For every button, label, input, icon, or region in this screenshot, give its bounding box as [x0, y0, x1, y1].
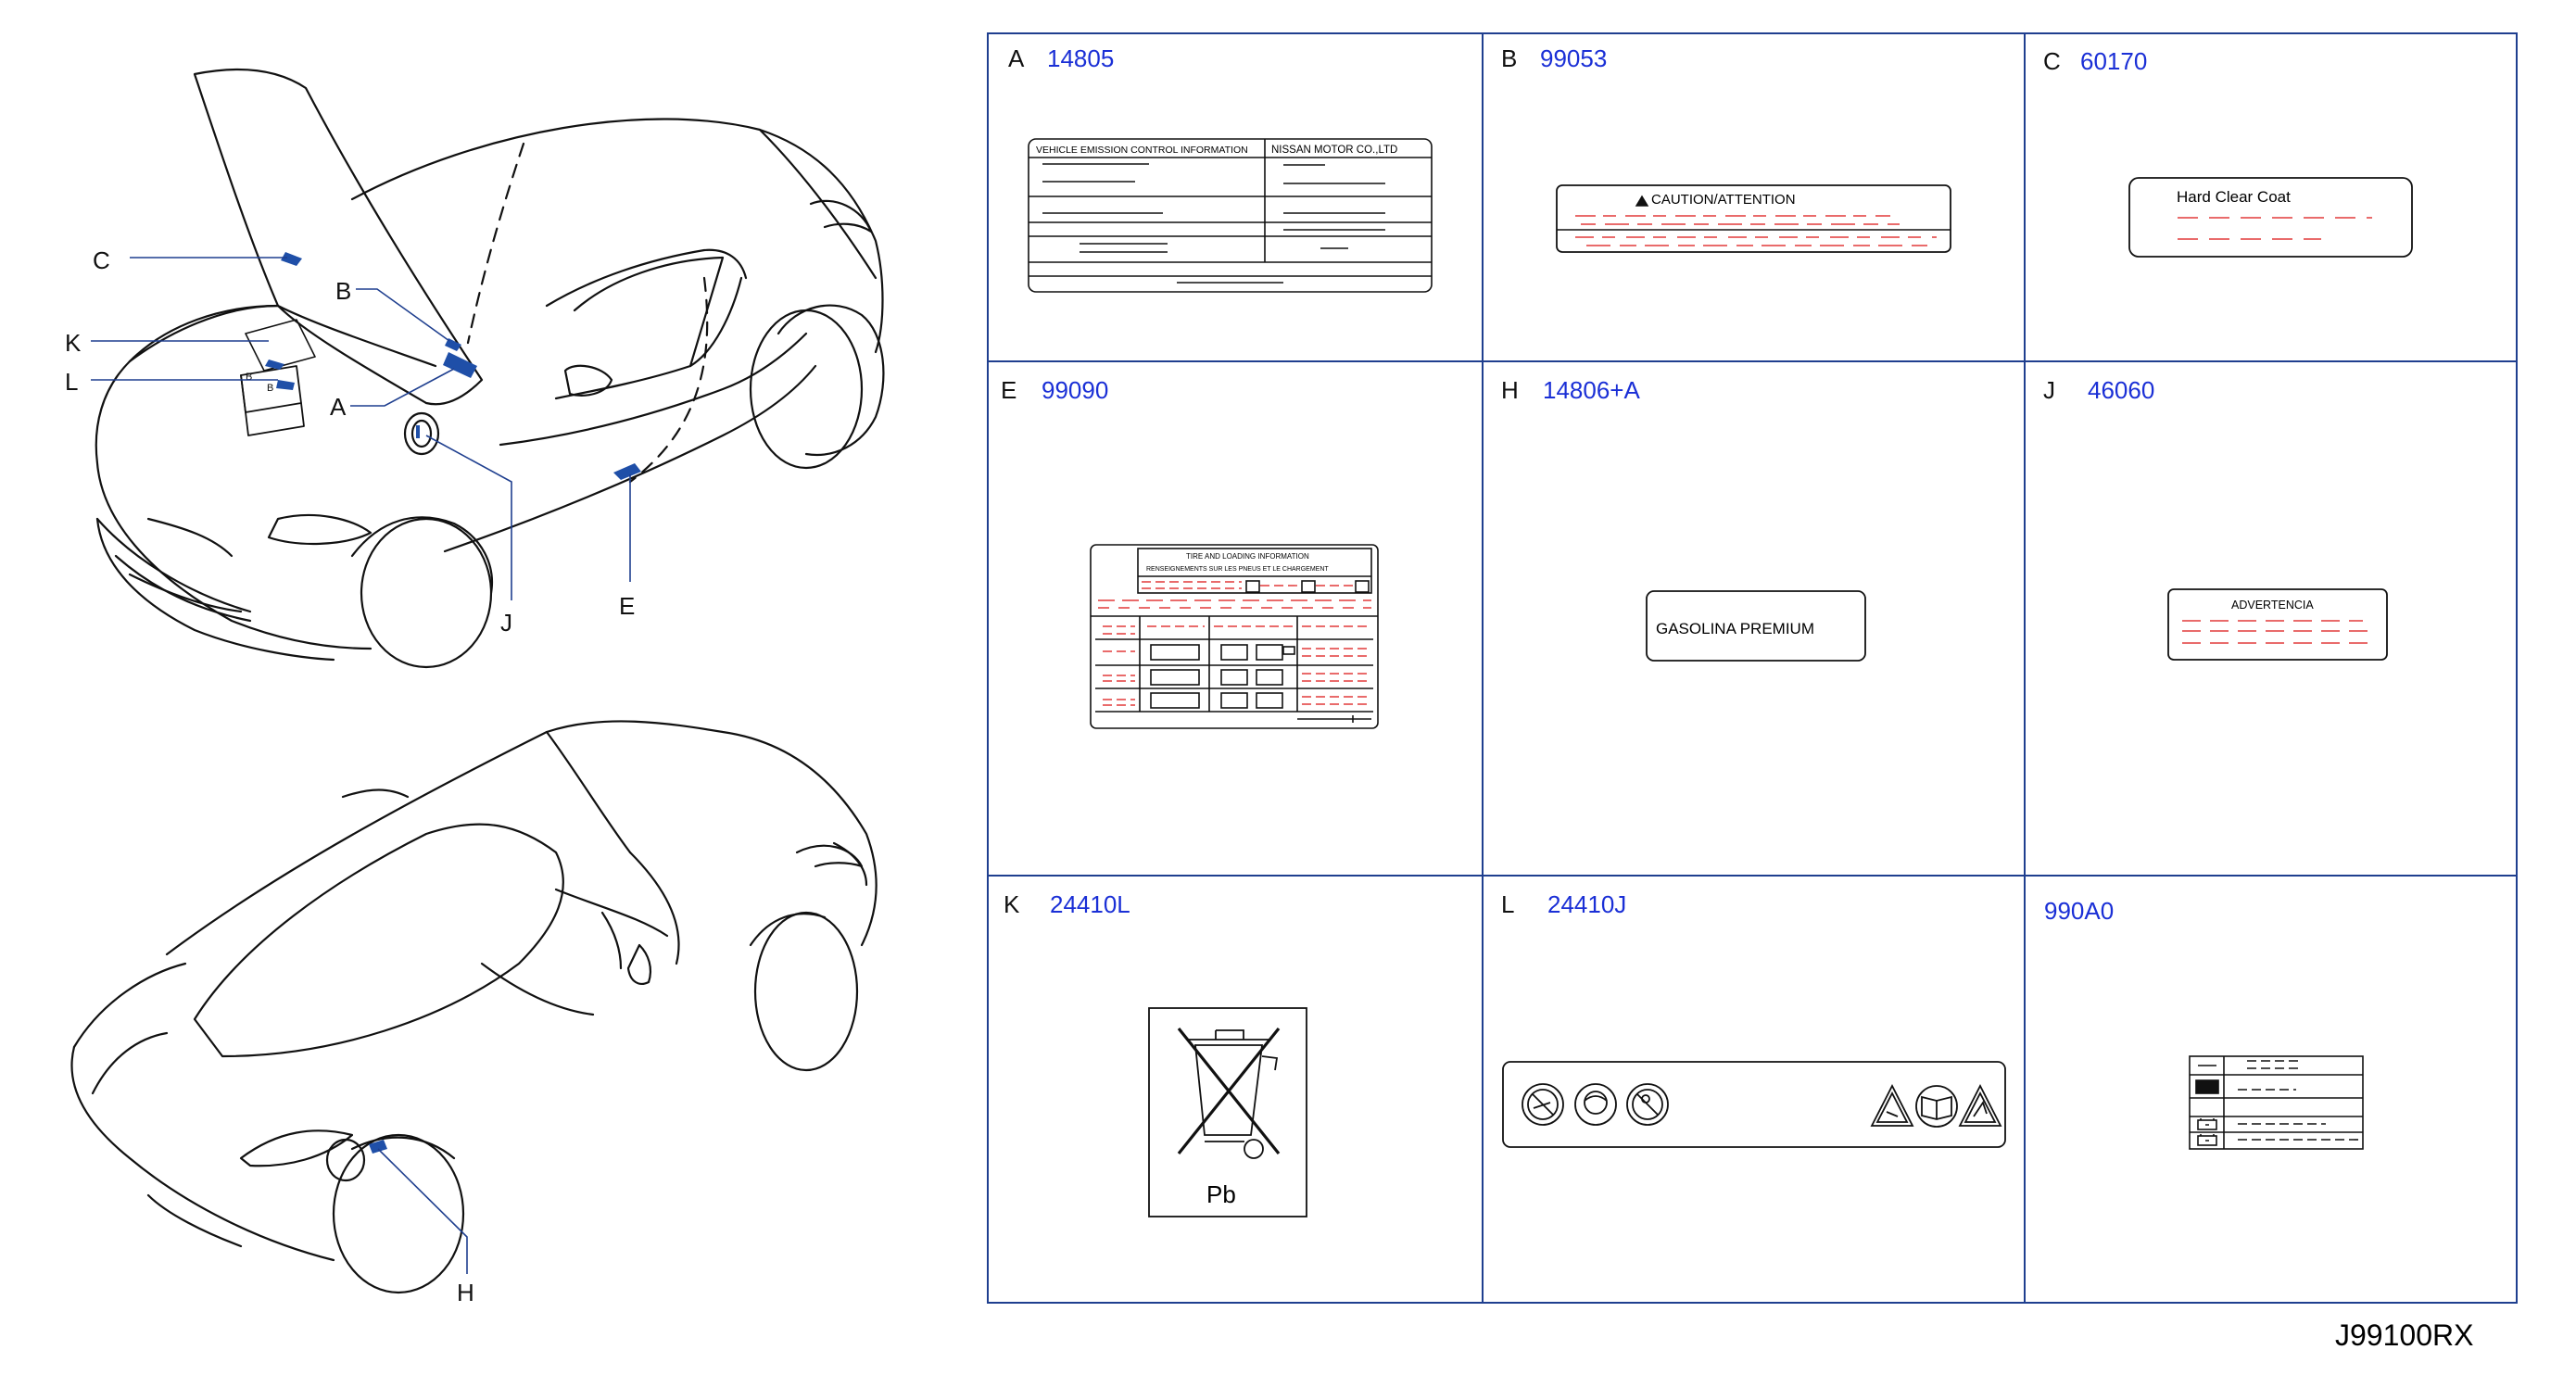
- eye-protection-icon: [1574, 1083, 1617, 1126]
- panel-l-code: 24410J: [1547, 890, 1626, 918]
- callout-e: E: [619, 592, 635, 620]
- label-a-emission: [1028, 138, 1433, 293]
- panel-h-letter: H: [1501, 376, 1519, 404]
- read-manual-icon: [1915, 1085, 1958, 1128]
- panel-headers: A 14805 B 99053 C 60170 E 99090 H 14806+…: [1001, 44, 2154, 925]
- sticker-a: [443, 352, 477, 378]
- label-e-row2: RENSEIGNEMENTS SUR LES PNEUS ET LE CHARG…: [1146, 566, 1329, 573]
- leader-line-h: [377, 1148, 468, 1274]
- label-a-title-right: NISSAN MOTOR CO.,LTD: [1271, 145, 1397, 156]
- panel-e-letter: E: [1001, 376, 1017, 404]
- top-car-leader-lines: [91, 257, 631, 600]
- panel-c-letter: C: [2043, 47, 2061, 75]
- label-b-caution: [1556, 184, 1951, 253]
- top-car-callouts: C B K L A J E: [65, 246, 635, 637]
- panel-b-letter: B: [1501, 44, 1517, 72]
- label-k-text: Pb: [1206, 1180, 1236, 1208]
- acid-warning-icon: [1870, 1084, 1914, 1127]
- callout-k: K: [65, 329, 82, 357]
- sticker-h: [369, 1140, 387, 1154]
- no-smoking-icon: [1522, 1083, 1564, 1126]
- label-j-advertencia: [2167, 588, 2388, 661]
- label-h-gasolina: [1646, 590, 1866, 662]
- callout-b: B: [335, 277, 351, 305]
- label-990a0: [2189, 1055, 2364, 1150]
- label-k-battery-recycle: [1148, 1007, 1307, 1217]
- label-c-clearcoat: [2128, 177, 2413, 258]
- label-b-title: CAUTION/ATTENTION: [1651, 192, 1796, 208]
- top-car-label-markers: [265, 252, 641, 480]
- panel-l-letter: L: [1501, 890, 1514, 918]
- label-l-battery-warnings: [1502, 1061, 2006, 1148]
- car-rear-view: [70, 720, 878, 1294]
- callout-l: L: [65, 368, 78, 396]
- sticker-j: [416, 425, 420, 438]
- panel-k-code: 24410L: [1050, 890, 1130, 918]
- panel-b-code: 99053: [1540, 44, 1607, 72]
- panel-k-letter: K: [1004, 890, 1020, 918]
- battery-marks: B B: [246, 372, 273, 394]
- car-top-view-hood-open: [95, 68, 885, 669]
- sticker-l: [276, 380, 295, 390]
- label-a-title-left: VEHICLE EMISSION CONTROL INFORMATION: [1036, 145, 1248, 156]
- sticker-c: [281, 252, 302, 266]
- panel-a-letter: A: [1008, 44, 1025, 72]
- explosive-gas-icon: [1958, 1084, 2002, 1127]
- sticker-k: [265, 360, 284, 370]
- callout-c: C: [93, 246, 110, 274]
- callout-j: J: [500, 609, 512, 637]
- label-grid: [987, 32, 2518, 1304]
- battery-mark-2: B: [267, 383, 273, 394]
- panel-990a0-code: 990A0: [2044, 897, 2114, 925]
- label-c-text: Hard Clear Coat: [2177, 188, 2291, 206]
- panel-j-letter: J: [2043, 376, 2055, 404]
- panel-j-code: 46060: [2088, 376, 2154, 404]
- panel-a-code: 14805: [1047, 44, 1114, 72]
- label-e-tire-loading: [1090, 544, 1379, 729]
- callout-h: H: [457, 1279, 474, 1306]
- label-j-text: ADVERTENCIA: [2231, 599, 2314, 612]
- callout-a: A: [330, 393, 347, 421]
- panel-c-code: 60170: [2080, 47, 2147, 75]
- panel-e-code: 99090: [1042, 376, 1108, 404]
- sticker-e: [613, 463, 641, 480]
- battery-mark-1: B: [246, 372, 252, 383]
- label-h-text: GASOLINA PREMIUM: [1656, 620, 1814, 637]
- diagram-code: J99100RX: [2335, 1318, 2473, 1352]
- keep-children-away-icon: [1626, 1083, 1669, 1126]
- panel-h-code: 14806+A: [1543, 376, 1640, 404]
- label-e-row1: TIRE AND LOADING INFORMATION: [1186, 552, 1309, 561]
